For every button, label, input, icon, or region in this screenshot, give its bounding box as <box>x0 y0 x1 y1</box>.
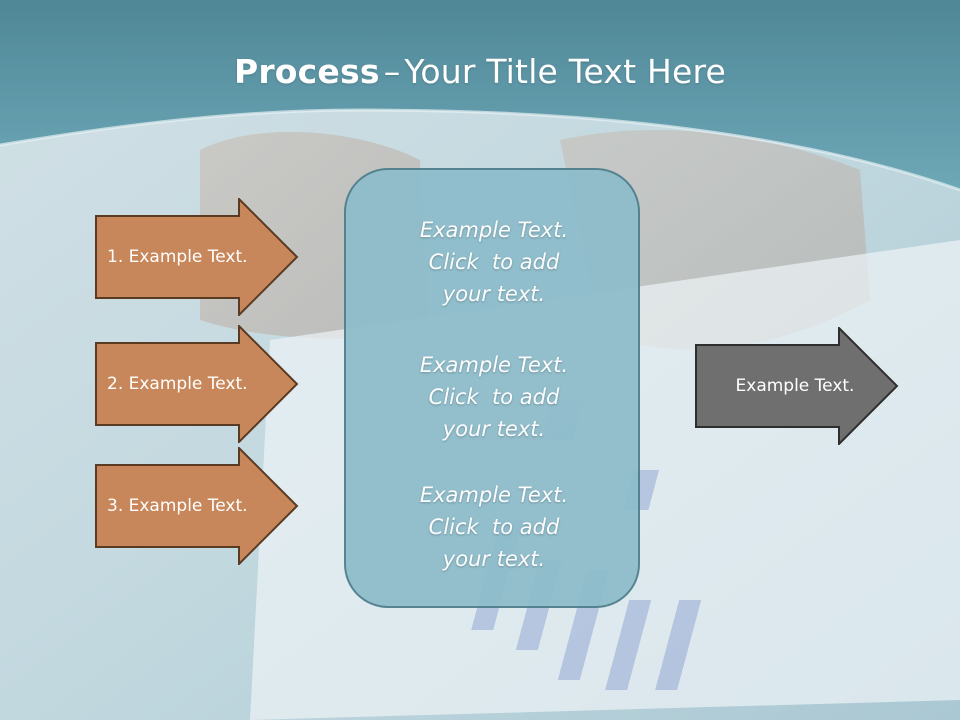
input-arrow-label: 3. Example Text. <box>107 496 248 516</box>
process-center-box[interactable]: Example Text. Click to add your text. Ex… <box>344 168 640 608</box>
input-arrow-2[interactable]: 2. Example Text. <box>95 325 300 443</box>
center-text-line: Example Text. <box>419 483 569 507</box>
center-text-line: Click to add <box>428 250 560 274</box>
arrow-right-icon <box>95 198 299 316</box>
input-arrow-1[interactable]: 1. Example Text. <box>95 198 300 316</box>
output-arrow-label: Example Text. <box>735 376 855 396</box>
center-text-line: Click to add <box>428 385 560 409</box>
center-text-block-2: Example Text. Click to add your text. <box>346 349 642 445</box>
center-text-line: Click to add <box>428 515 560 539</box>
slide-title: Process–Your Title Text Here <box>0 52 960 91</box>
title-rest: Your Title Text Here <box>404 52 727 91</box>
center-text-line: your text. <box>442 547 546 571</box>
arrow-right-icon <box>95 325 299 443</box>
input-arrow-3[interactable]: 3. Example Text. <box>95 447 300 565</box>
input-arrow-label: 2. Example Text. <box>107 374 248 394</box>
center-text-block-1: Example Text. Click to add your text. <box>346 214 642 310</box>
arrow-right-icon <box>95 447 299 565</box>
center-text-line: Example Text. <box>419 218 569 242</box>
center-text-line: your text. <box>442 282 546 306</box>
title-separator: – <box>383 52 401 91</box>
output-arrow[interactable]: Example Text. <box>695 327 900 445</box>
input-arrow-label: 1. Example Text. <box>107 247 248 267</box>
center-text-line: your text. <box>442 417 546 441</box>
center-text-block-3: Example Text. Click to add your text. <box>346 479 642 575</box>
center-text-line: Example Text. <box>419 353 569 377</box>
arrow-right-icon <box>695 327 899 445</box>
title-bold: Process <box>233 52 380 91</box>
